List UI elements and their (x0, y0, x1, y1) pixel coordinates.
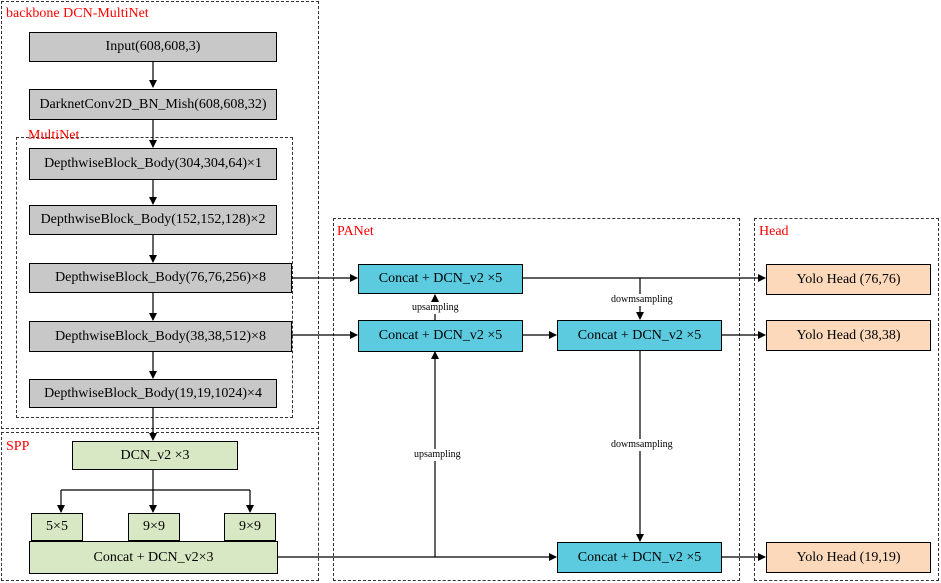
spp-pool-9x9-b: 9×9 (224, 513, 276, 541)
downsampling-label-1: dowmsampling (611, 294, 673, 306)
input-block: Input(608,608,3) (29, 32, 277, 62)
yolo-head-76: Yolo Head (76,76) (766, 264, 931, 295)
panet-concat-4: Concat + DCN_v2 ×5 (557, 542, 722, 573)
depthwise-block-1: DepthwiseBlock_Body(304,304,64)×1 (29, 148, 277, 180)
spp-dcn-block: DCN_v2 ×3 (72, 441, 238, 470)
depthwise-block-5: DepthwiseBlock_Body(19,19,1024)×4 (29, 379, 277, 408)
spp-concat-block: Concat + DCN_v2×3 (29, 541, 278, 574)
spp-region-label: SPP (6, 439, 30, 454)
spp-pool-5x5: 5×5 (31, 513, 83, 541)
upsampling-label-1: upsampling (412, 302, 459, 314)
spp-region (1, 432, 319, 581)
upsampling-label-2: upsampling (414, 449, 461, 461)
spp-pool-9x9-a: 9×9 (128, 513, 180, 541)
panet-concat-2: Concat + DCN_v2 ×5 (358, 320, 523, 352)
depthwise-block-2: DepthwiseBlock_Body(152,152,128)×2 (29, 205, 277, 235)
panet-concat-3: Concat + DCN_v2 ×5 (557, 320, 722, 351)
backbone-region-label: backbone DCN-MultiNet (6, 6, 149, 21)
panet-region (333, 218, 740, 581)
downsampling-label-2: dowmsampling (611, 439, 673, 451)
yolo-head-38: Yolo Head (38,38) (766, 320, 931, 351)
backbone-region (1, 1, 319, 429)
multinet-region-label: MultiNet (28, 128, 80, 143)
panet-concat-1: Concat + DCN_v2 ×5 (358, 264, 523, 294)
head-region (754, 218, 939, 581)
depthwise-block-3: DepthwiseBlock_Body(76,76,256)×8 (29, 263, 292, 293)
panet-region-label: PANet (337, 224, 374, 239)
head-region-label: Head (759, 224, 789, 239)
depthwise-block-4: DepthwiseBlock_Body(38,38,512)×8 (29, 321, 292, 352)
yolo-head-19: Yolo Head (19,19) (766, 542, 931, 573)
darknet-conv-block: DarknetConv2D_BN_Mish(608,608,32) (29, 89, 277, 120)
